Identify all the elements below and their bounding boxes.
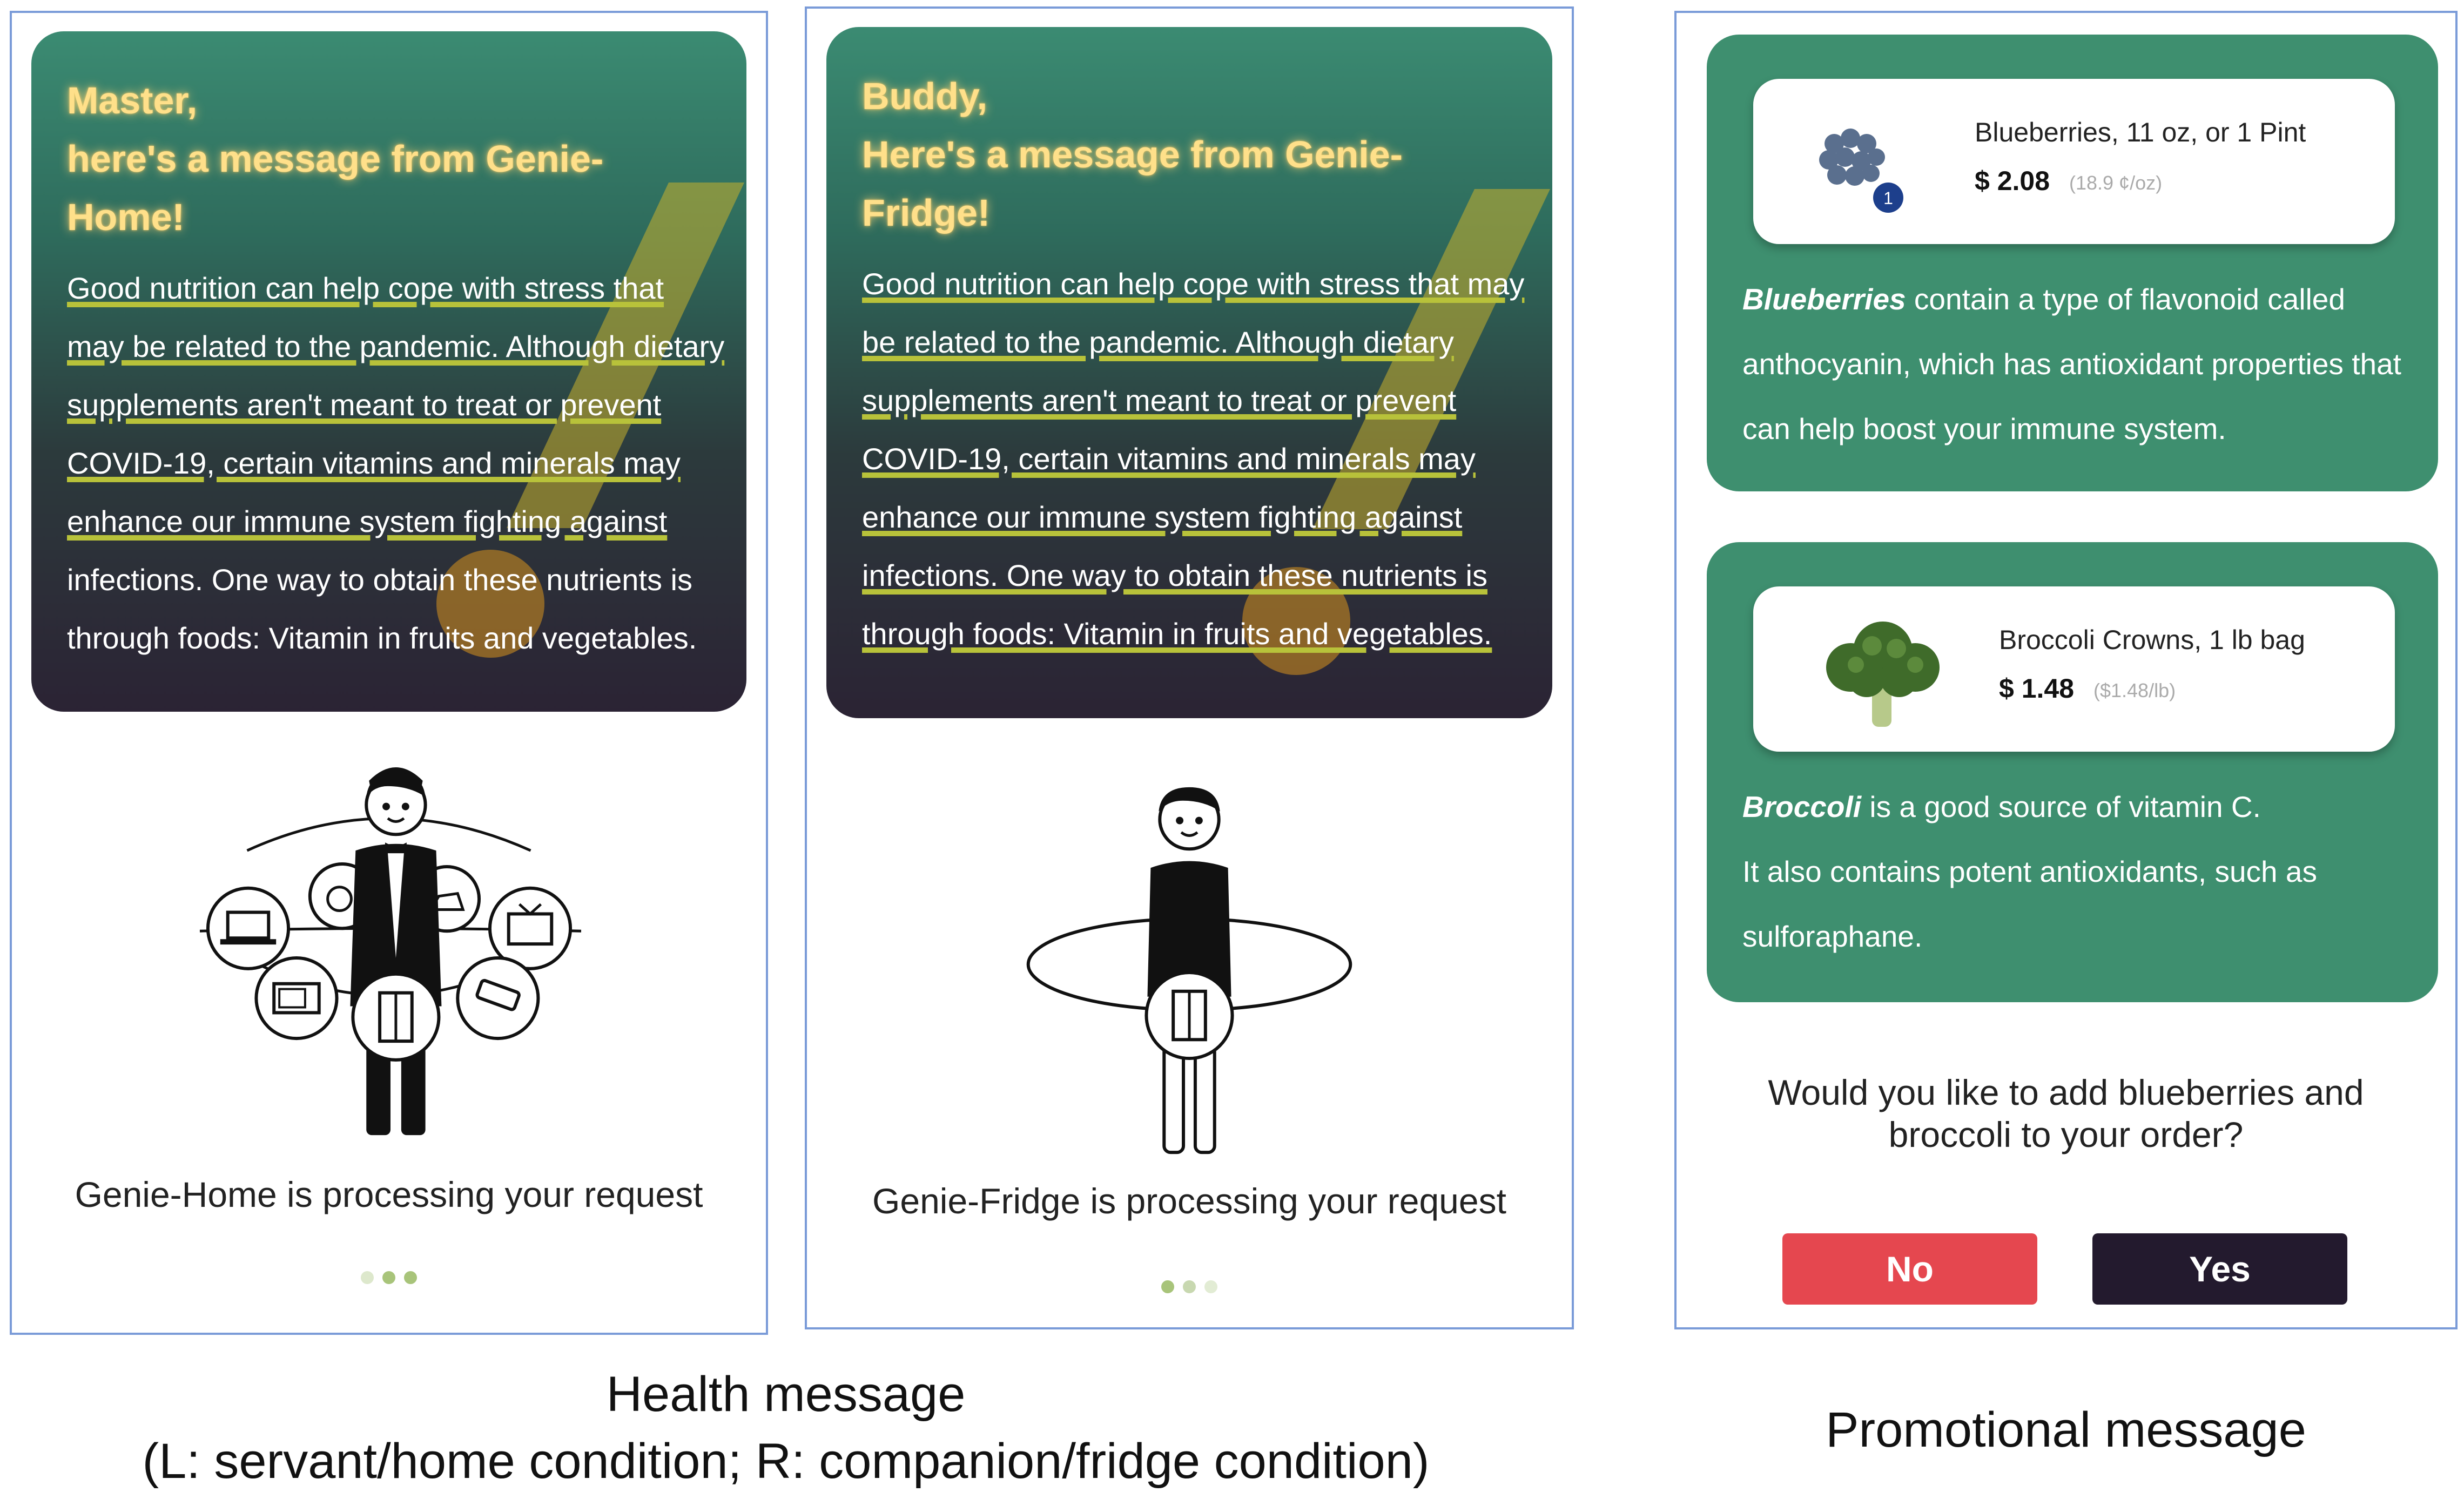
camera-icon [456, 956, 540, 1041]
butler-figure [350, 767, 442, 1136]
yes-button[interactable]: Yes [2092, 1233, 2347, 1305]
message-body: Good nutrition can help cope with stress… [67, 271, 725, 655]
product-blueberries[interactable]: 1 Blueberries, 11 oz, or 1 Pint $ 2.08 (… [1753, 79, 2395, 244]
product-unit-price: (18.9 ¢/oz) [2069, 172, 2163, 194]
health-message-fridge-panel: Buddy, Here's a message from Genie-Fridg… [805, 6, 1574, 1329]
page-dot [404, 1271, 417, 1284]
page-dot [361, 1271, 374, 1284]
page-dot-active [1161, 1280, 1174, 1293]
page-dot [1183, 1280, 1196, 1293]
page-dot [1204, 1280, 1217, 1293]
product-broccoli[interactable]: Broccoli Crowns, 1 lb bag $ 1.48 ($1.48/… [1753, 586, 2395, 752]
broccoli-description: Broccoli is a good source of vitamin C. … [1742, 790, 2317, 953]
product-unit-price: ($1.48/lb) [2093, 679, 2176, 701]
product-name: Broccoli Crowns, 1 lb bag [1999, 625, 2305, 655]
svg-text:1: 1 [1883, 188, 1893, 208]
fridge-icon [1145, 970, 1234, 1061]
add-to-order-question: Would you like to add blueberries and br… [1768, 1072, 2364, 1154]
fridge-icon [351, 972, 441, 1062]
microwave-icon [254, 956, 339, 1041]
message-title: Master, here's a message from Genie-Home… [67, 79, 604, 238]
message-card: Buddy, Here's a message from Genie-Fridg… [826, 27, 1552, 718]
page-indicator [12, 1271, 766, 1287]
health-message-home-panel: Master, here's a message from Genie-Home… [10, 11, 768, 1335]
laptop-icon [206, 886, 291, 970]
promotional-message-caption: Promotional message [1826, 1402, 2306, 1457]
promotional-message-panel: 1 Blueberries, 11 oz, or 1 Pint $ 2.08 (… [1674, 11, 2458, 1329]
page-indicator [807, 1280, 1572, 1296]
companion-figure [1147, 787, 1231, 1154]
blueberries-image: 1 [1819, 129, 1903, 213]
blueberry-card: 1 Blueberries, 11 oz, or 1 Pint $ 2.08 (… [1707, 35, 2438, 491]
blueberry-description: Blueberries contain a type of flavonoid … [1742, 282, 2401, 445]
product-price: $ 2.08 [1975, 166, 2050, 196]
broccoli-image [1826, 622, 1940, 727]
butler-illustration [199, 767, 582, 1136]
companion-illustration [1026, 787, 1352, 1154]
quantity-badge-icon [1873, 183, 1903, 213]
health-message-caption: Health message (L: servant/home conditio… [142, 1367, 1430, 1489]
processing-status: Genie-Fridge is processing your request [872, 1181, 1506, 1221]
product-name: Blueberries, 11 oz, or 1 Pint [1975, 117, 2306, 147]
message-body: Good nutrition can help cope with stress… [862, 267, 1525, 651]
message-title: Buddy, Here's a message from Genie-Fridg… [862, 75, 1403, 234]
broccoli-card: Broccoli Crowns, 1 lb bag $ 1.48 ($1.48/… [1707, 542, 2438, 1002]
tv-icon [488, 886, 573, 970]
product-price: $ 1.48 [1999, 673, 2075, 704]
page-dot-active [382, 1271, 395, 1284]
no-button[interactable]: No [1782, 1233, 2037, 1305]
processing-status: Genie-Home is processing your request [75, 1174, 703, 1214]
message-card: Master, here's a message from Genie-Home… [31, 31, 746, 712]
